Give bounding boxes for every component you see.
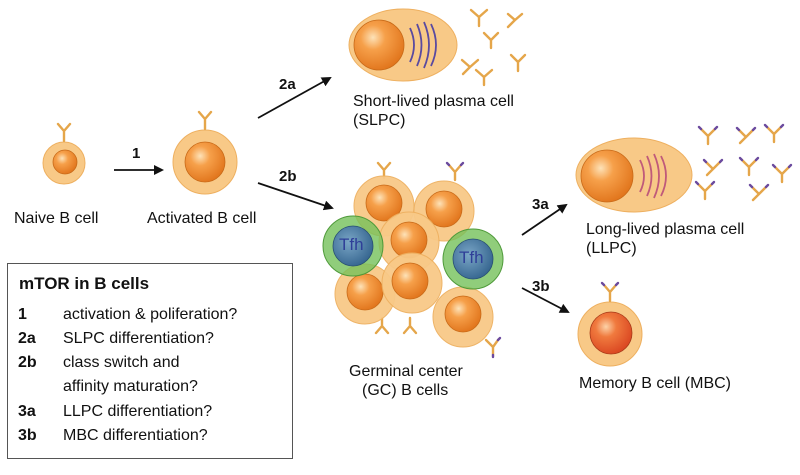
legend-key-3a: 3a (18, 403, 36, 420)
activated-b-cell-receptor (197, 110, 213, 131)
naive-b-cell-label: Naive B cell (14, 210, 99, 227)
arrow-step-3a (521, 203, 568, 236)
naive-b-cell-receptor (56, 122, 72, 143)
activated-b-cell (172, 129, 238, 195)
arrow-step-2b (257, 182, 334, 211)
memory-b-cell-receptor (600, 281, 620, 303)
legend-box: mTOR in B cells 1 activation & poliferat… (7, 263, 293, 459)
step-2a-label: 2a (279, 76, 296, 93)
slpc-label-line1: Short-lived plasma cell (353, 93, 514, 110)
legend-desc-3b: MBC differentiation? (63, 427, 208, 444)
germinal-center-cluster (334, 161, 502, 359)
legend-desc-1: activation & poliferation? (63, 306, 238, 323)
tfh-cell-right (442, 228, 504, 290)
gc-label-line2: (GC) B cells (362, 382, 449, 399)
arrow-step-2a (257, 77, 332, 119)
step-3a-label: 3a (532, 196, 549, 213)
memory-b-cell (577, 301, 643, 367)
step-2b-label: 2b (279, 168, 297, 185)
tfh-label-left: Tfh (339, 235, 364, 254)
step-1-label: 1 (132, 145, 141, 162)
secreted-antibodies-llpc (694, 123, 793, 202)
secreted-antibodies-slpc (460, 8, 527, 87)
llpc-label-line1: Long-lived plasma cell (586, 221, 745, 238)
arrow-step-3b (521, 287, 570, 313)
legend-key-1: 1 (18, 306, 27, 323)
legend-desc-3a: LLPC differentiation? (63, 403, 213, 420)
legend-desc-2a: SLPC differentiation? (63, 330, 214, 347)
tfh-label-right: Tfh (459, 248, 484, 267)
gc-label-line1: Germinal center (349, 363, 463, 380)
naive-b-cell (42, 141, 86, 185)
legend-key-3b: 3b (18, 427, 37, 444)
legend-desc-2b-line1: class switch and (63, 354, 180, 371)
long-lived-plasma-cell (575, 137, 693, 213)
legend-key-2b: 2b (18, 354, 37, 371)
mbc-label: Memory B cell (MBC) (579, 375, 732, 392)
legend-key-2a: 2a (18, 330, 36, 347)
tfh-cell-left (322, 215, 384, 277)
activated-b-cell-label: Activated B cell (147, 210, 257, 227)
legend-desc-2b-line2: affinity maturation? (63, 378, 198, 395)
short-lived-plasma-cell (348, 8, 458, 82)
slpc-label-line2: (SLPC) (353, 112, 406, 129)
llpc-label-line2: (LLPC) (586, 240, 637, 257)
legend-title: mTOR in B cells (19, 274, 150, 293)
step-3b-label: 3b (532, 278, 550, 295)
